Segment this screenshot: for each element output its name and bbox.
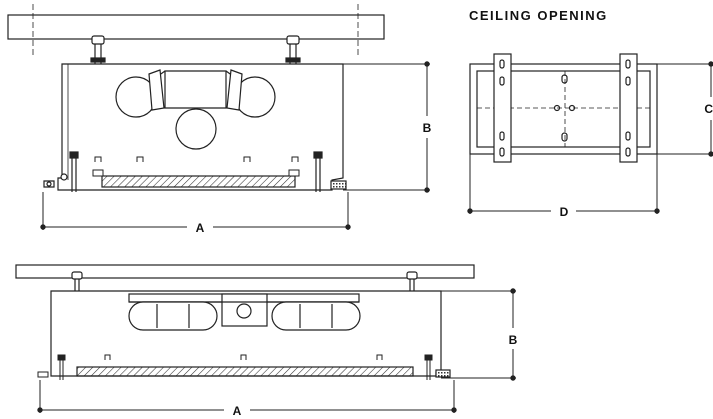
hatched-diffuser bbox=[101, 175, 296, 188]
label-a-top: A bbox=[196, 221, 205, 235]
dimension-line-a-bottom bbox=[37, 380, 457, 413]
ballast-box bbox=[157, 70, 234, 109]
clip-set-top bbox=[92, 156, 300, 177]
ceiling-slab bbox=[7, 14, 385, 40]
label-b-bottom: B bbox=[509, 333, 518, 347]
ceiling-opening-title: CEILING OPENING bbox=[469, 8, 608, 23]
bottom-assembly-view bbox=[15, 264, 516, 413]
lamp-tube-left bbox=[128, 301, 218, 331]
opening-outer bbox=[469, 63, 658, 155]
top-assembly-view bbox=[7, 4, 430, 230]
mounting-bracket-right bbox=[619, 53, 638, 163]
dimension-line-b-top bbox=[343, 61, 430, 193]
clip-set-bottom bbox=[37, 354, 433, 380]
lamp-lower-center bbox=[175, 108, 217, 150]
opening-inner bbox=[476, 70, 651, 148]
side-bolts-top bbox=[43, 151, 323, 192]
label-c: C bbox=[704, 102, 713, 116]
lamp-tube-right bbox=[271, 301, 361, 331]
dimension-line-b-bottom bbox=[441, 288, 516, 381]
grille-insert-bottom bbox=[435, 369, 451, 378]
label-a-bottom: A bbox=[233, 404, 242, 418]
dimension-line-c bbox=[657, 61, 713, 157]
label-d: D bbox=[560, 205, 569, 219]
grille-insert bbox=[330, 180, 347, 190]
dimension-line-a-top bbox=[40, 192, 351, 230]
ballast-box-bottom bbox=[221, 293, 268, 327]
ceiling-slab-bottom bbox=[15, 264, 475, 279]
mounting-bracket-left bbox=[493, 53, 512, 163]
dimension-line-d bbox=[467, 154, 660, 214]
hatched-diffuser-bottom bbox=[76, 366, 414, 377]
ceiling-opening-view bbox=[467, 53, 713, 214]
label-b-top: B bbox=[423, 121, 432, 135]
